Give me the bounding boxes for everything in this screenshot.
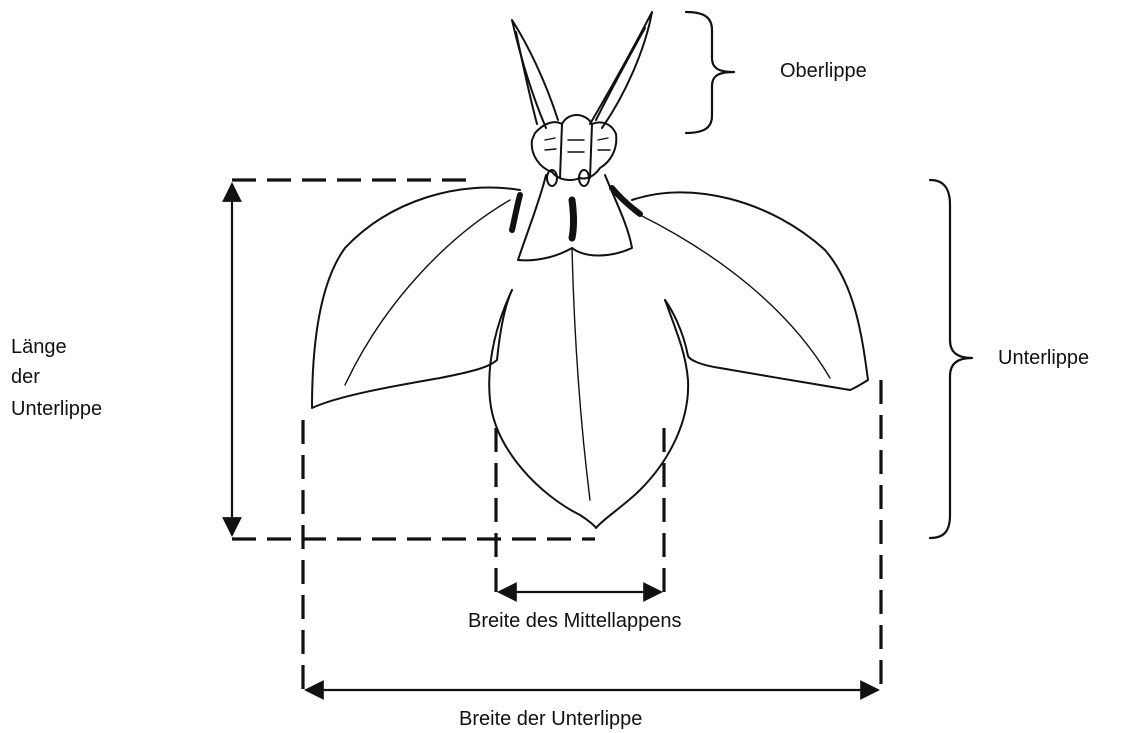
column [512,115,640,260]
flower-drawing [312,12,868,528]
label-laenge-line-2: der [11,365,40,389]
label-laenge-line-3: Unterlippe [11,397,102,421]
label-oberlippe: Oberlippe [780,59,867,83]
label-laenge-line-1: Länge [11,335,67,359]
label-breite-der-unterlippe: Breite der Unterlippe [459,707,642,731]
label-breite-des-mittellappens: Breite des Mittellappens [468,609,681,633]
label-unterlippe: Unterlippe [998,346,1089,370]
upper-lip-brace [686,12,734,133]
braces [686,12,972,538]
lower-lip-brace [930,180,972,538]
lower-lip [312,187,868,528]
upper-lip-petals [512,12,652,128]
